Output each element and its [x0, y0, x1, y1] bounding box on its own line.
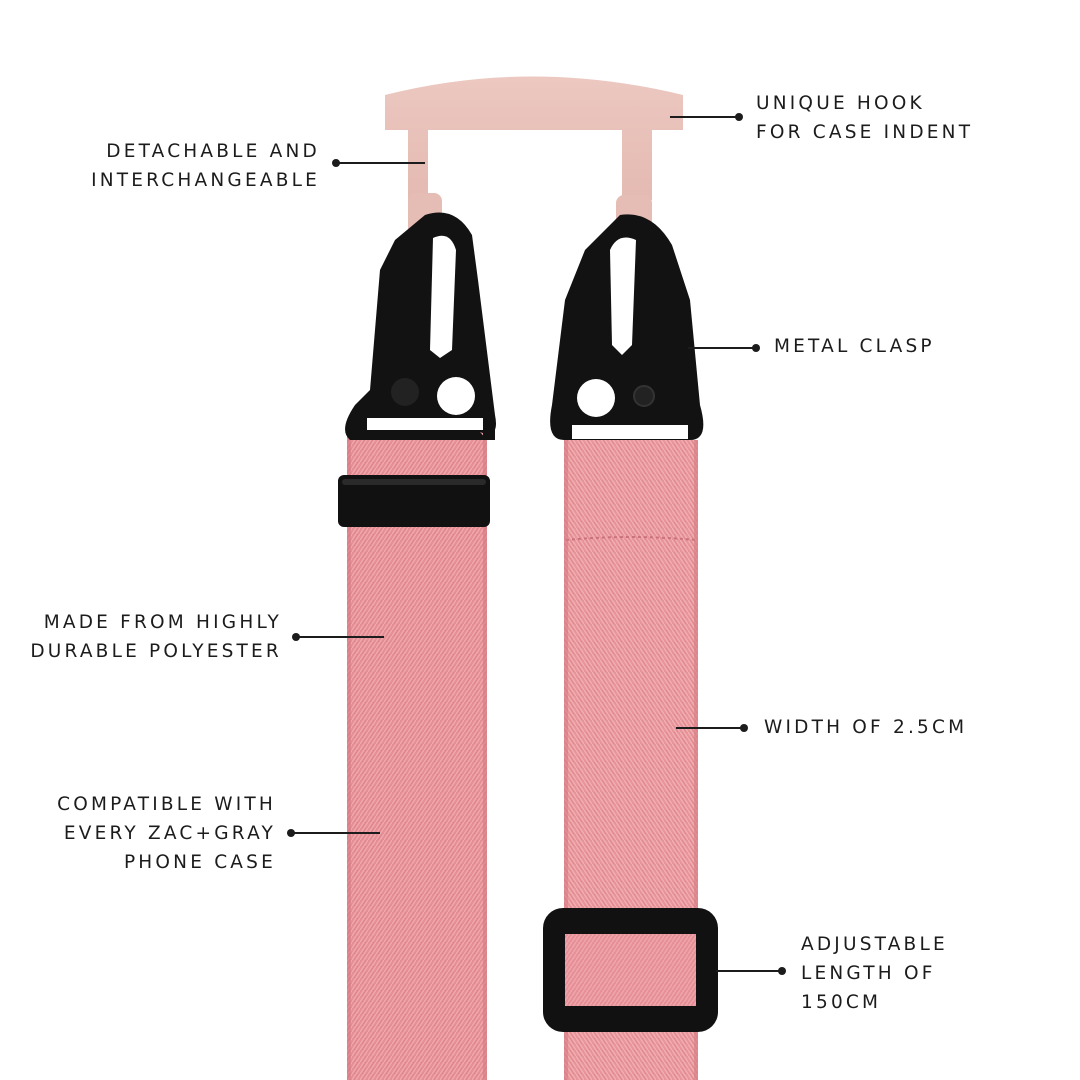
callout-detachable-line-2: INTERCHANGEABLE [91, 170, 320, 191]
callout-adjustable-line-3: 150CM [801, 992, 882, 1013]
callout-compatible-leader [291, 832, 380, 834]
callout-width-dot [740, 724, 748, 732]
callout-clasp-dot [752, 344, 760, 352]
callout-clasp-leader [688, 347, 756, 349]
callout-adjustable-line-1: ADJUSTABLE [801, 934, 948, 955]
callout-polyester-line-1: MADE FROM HIGHLY [43, 612, 282, 633]
callout-clasp: METAL CLASP [774, 332, 935, 361]
right-metal-clasp [550, 214, 704, 440]
callout-polyester-line-2: DURABLE POLYESTER [30, 641, 282, 662]
left-metal-clasp [338, 212, 496, 527]
callout-adjustable: ADJUSTABLE LENGTH OF 150CM [801, 930, 948, 1017]
callout-width-leader [676, 727, 744, 729]
left-strap [347, 430, 487, 1080]
callout-adjustable-line-2: LENGTH OF [801, 963, 936, 984]
callout-adjustable-leader [716, 970, 782, 972]
callout-width-line-1: WIDTH OF 2.5CM [764, 717, 968, 738]
callout-compatible-line-3: PHONE CASE [123, 852, 276, 873]
callout-detachable-line-1: DETACHABLE AND [106, 141, 320, 162]
callout-detachable-leader [336, 162, 425, 164]
callout-width: WIDTH OF 2.5CM [764, 713, 967, 742]
callout-polyester-leader [296, 636, 384, 638]
callout-hook-dot [735, 113, 743, 121]
callout-detachable: DETACHABLE AND INTERCHANGEABLE [60, 137, 320, 195]
callout-clasp-line-1: METAL CLASP [774, 336, 935, 357]
callout-hook: UNIQUE HOOK FOR CASE INDENT [756, 89, 973, 147]
callout-hook-leader [670, 116, 738, 118]
callout-compatible-line-1: COMPATIBLE WITH [57, 794, 276, 815]
callout-hook-line-1: UNIQUE HOOK [756, 93, 925, 114]
callout-compatible-line-2: EVERY ZAC+GRAY [63, 823, 276, 844]
callout-compatible: COMPATIBLE WITH EVERY ZAC+GRAY PHONE CAS… [20, 790, 276, 877]
callout-polyester: MADE FROM HIGHLY DURABLE POLYESTER [20, 608, 282, 666]
callout-hook-line-2: FOR CASE INDENT [756, 122, 974, 143]
callout-adjustable-dot [778, 967, 786, 975]
slide-adjuster-buckle [543, 908, 718, 1032]
